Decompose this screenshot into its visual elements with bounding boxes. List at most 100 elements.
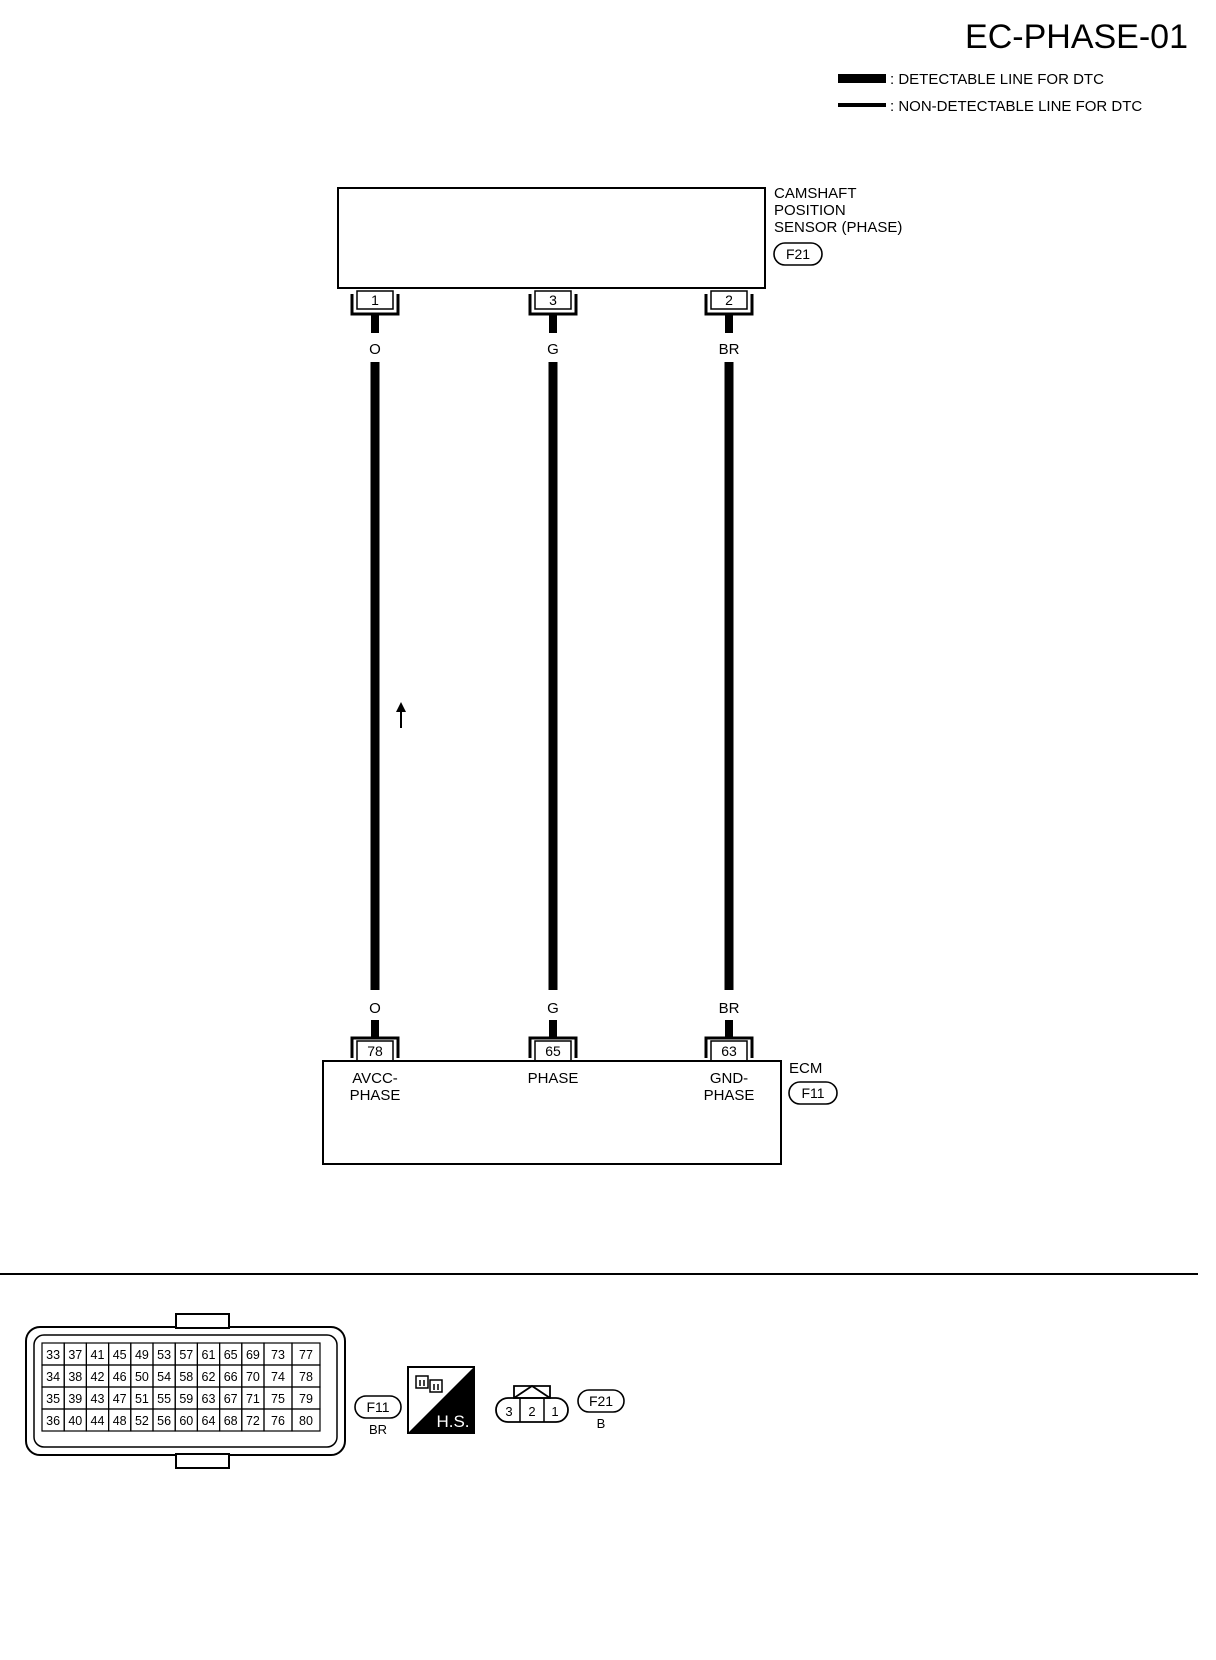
ecm-pin-number: 47 (113, 1392, 127, 1406)
sensor-pin-3: 3 (528, 290, 578, 316)
sensor-face-pin-3: 3 (505, 1404, 512, 1419)
legend-detectable-text: : DETECTABLE LINE FOR DTC (890, 71, 1104, 88)
ecm-pin-number: 71 (246, 1392, 260, 1406)
camshaft-sensor: CAMSHAFT POSITION SENSOR (PHASE) F21 (337, 185, 902, 289)
ecm-pin-number: 79 (299, 1392, 313, 1406)
legend-detectable-swatch (838, 74, 886, 83)
ecm-name: ECM (789, 1060, 822, 1077)
ecm-pin-number: 52 (135, 1414, 149, 1428)
sensor-face-pin-2: 2 (528, 1404, 535, 1419)
ecm-pin-number: 33 (46, 1348, 60, 1362)
ecm-pin-number: 50 (135, 1370, 149, 1384)
ecm-connector-badge (788, 1081, 838, 1105)
ecm-pin-number: 74 (271, 1370, 285, 1384)
ecm-pin-63-label: 63 (721, 1043, 737, 1059)
ecm-pin-number: 43 (91, 1392, 105, 1406)
ecm-pin-number: 55 (157, 1392, 171, 1406)
ecm-pin-number: 61 (202, 1348, 216, 1362)
wire-br-color-top: BR (719, 341, 740, 358)
ecm-pin-number: 65 (224, 1348, 238, 1362)
ecm-pin-number: 57 (179, 1348, 193, 1362)
ecm-pin-number: 78 (299, 1370, 313, 1384)
legend: : DETECTABLE LINE FOR DTC : NON-DETECTAB… (838, 71, 1142, 115)
wire-o-color-top: O (369, 341, 381, 358)
ecm-pin-number: 72 (246, 1414, 260, 1428)
wire-o-color-bottom: O (369, 1000, 381, 1017)
ecm-pin-number: 37 (68, 1348, 82, 1362)
ecm-pin-number: 62 (202, 1370, 216, 1384)
sensor-pin-1-label: 1 (371, 292, 379, 308)
ecm-terminal-78-label-2: PHASE (350, 1087, 401, 1104)
sensor-pin-2-label: 2 (725, 292, 733, 308)
ecm-pin-number: 34 (46, 1370, 60, 1384)
ecm-pin-65-label: 65 (545, 1043, 561, 1059)
ecm-pin-78: 78 (350, 1036, 400, 1062)
sensor-pin-2: 2 (704, 290, 754, 316)
legend-non-detectable-swatch (838, 103, 886, 107)
ecm-connector-id: F11 BR (354, 1395, 402, 1437)
ecm-pin-number: 68 (224, 1414, 238, 1428)
sensor-pin-1: 1 (350, 290, 400, 316)
ecm-pin-number: 64 (202, 1414, 216, 1428)
sensor-box (337, 187, 766, 289)
ecm-pin-number: 42 (91, 1370, 105, 1384)
ecm-unit: AVCC- PHASE PHASE GND- PHASE ECM F11 (322, 1060, 838, 1165)
hs-symbol: H.S. (407, 1366, 475, 1434)
ecm-pin-number: 63 (202, 1392, 216, 1406)
connector-plug-icon (415, 1375, 443, 1393)
page-title: EC-PHASE-01 (965, 18, 1188, 56)
ecm-pin-number: 46 (113, 1370, 127, 1384)
ecm-pin-number: 66 (224, 1370, 238, 1384)
sensor-connector-id: F21 B (577, 1389, 625, 1431)
sensor-name-line3: SENSOR (PHASE) (774, 219, 902, 236)
sensor-connector-badge (773, 242, 823, 266)
ecm-pin-number: 60 (179, 1414, 193, 1428)
ecm-pin-number: 36 (46, 1414, 60, 1428)
ecm-connector-id-label: F11 (366, 1399, 389, 1415)
wire-g-color-top: G (547, 341, 559, 358)
ecm-pin-number: 76 (271, 1414, 285, 1428)
ecm-pin-number: 75 (271, 1392, 285, 1406)
ecm-pin-number: 59 (179, 1392, 193, 1406)
ecm-pin-number: 70 (246, 1370, 260, 1384)
ecm-pin-number: 48 (113, 1414, 127, 1428)
ecm-terminal-78-label-1: AVCC- (352, 1070, 398, 1087)
sensor-name-line2: POSITION (774, 202, 846, 219)
ecm-pin-number: 56 (157, 1414, 171, 1428)
ecm-pin-number: 41 (91, 1348, 105, 1362)
sensor-connector-label: F21 (786, 246, 810, 262)
ecm-pin-number: 77 (299, 1348, 313, 1362)
ecm-pin-number: 80 (299, 1414, 313, 1428)
sensor-name-line1: CAMSHAFT (774, 185, 857, 202)
sensor-connector-id-label: F21 (589, 1393, 613, 1409)
ecm-pin-number: 53 (157, 1348, 171, 1362)
wire-br-color-bottom: BR (719, 1000, 740, 1017)
ecm-connector-color: BR (369, 1422, 387, 1437)
wire-br: BR BR (719, 314, 740, 1038)
sensor-pin-3-label: 3 (549, 292, 557, 308)
ecm-connector-label: F11 (801, 1085, 824, 1101)
wire-g: G G (547, 314, 559, 1038)
ecm-terminal-63-label-2: PHASE (704, 1087, 755, 1104)
ecm-pin-number: 51 (135, 1392, 149, 1406)
ecm-pin-number: 73 (271, 1348, 285, 1362)
sensor-connector-color: B (597, 1416, 606, 1431)
ecm-pin-number: 39 (68, 1392, 82, 1406)
ecm-pin-number: 49 (135, 1348, 149, 1362)
ecm-pin-number: 54 (157, 1370, 171, 1384)
wire-o: O O (369, 314, 381, 1038)
sensor-connector-view: 3 2 1 (495, 1384, 569, 1423)
ecm-pin-number: 40 (68, 1414, 82, 1428)
ecm-pin-number: 67 (224, 1392, 238, 1406)
ecm-pin-number: 38 (68, 1370, 82, 1384)
sensor-face-pin-1: 1 (551, 1404, 558, 1419)
up-arrow-icon (396, 702, 406, 728)
ecm-pin-number: 44 (91, 1414, 105, 1428)
ecm-box (322, 1060, 782, 1165)
ecm-terminal-65-label-1: PHASE (528, 1070, 579, 1087)
ecm-pin-65: 65 (528, 1036, 578, 1062)
ecm-pin-number: 35 (46, 1392, 60, 1406)
